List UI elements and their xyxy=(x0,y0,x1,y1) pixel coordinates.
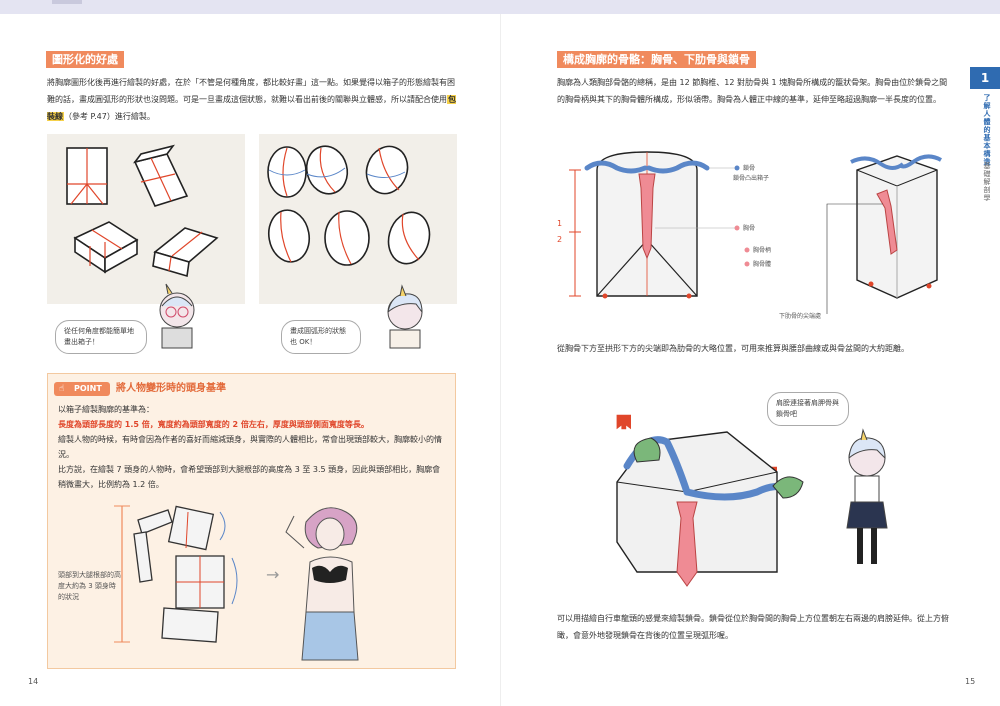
right-page: 構成胸廓的骨骼：胸骨、下肋骨與鎖骨 胸廓為人類胸部骨骼的總稱，是由 12 節胸椎… xyxy=(500,14,1000,706)
chapter-tab[interactable]: 1 xyxy=(970,67,1000,89)
box-sketches xyxy=(66,144,219,278)
point-tag-label: POINT xyxy=(74,384,102,393)
left-paragraph: 將胸廓圖形化後再進行繪製的好處，在於「不管是何種角度，都比較好畫」這一點。如果覺… xyxy=(47,74,457,125)
label-half-top: 1 xyxy=(557,219,562,228)
top-tab xyxy=(52,0,82,4)
point-tag: ☝ POINT xyxy=(54,382,110,396)
caption-1: 從胸骨下方至拱形下方的尖端即為肋骨的大略位置，可用來推算與腰部曲線或與骨盆間的大… xyxy=(557,344,909,353)
top-bar xyxy=(0,0,1000,14)
paragraph-text: 將胸廓圖形化後再進行繪製的好處，在於「不管是何種角度，都比較好畫」這一點。如果覺… xyxy=(47,78,455,104)
proportion-illustration: → xyxy=(114,505,359,661)
chibi-character-glasses xyxy=(159,283,195,349)
chapter-title: 了解人體的基本構造 xyxy=(983,94,991,166)
page-number-left: 14 xyxy=(28,677,39,686)
paragraph-text-end: （參考 P.47）進行繪製。 xyxy=(64,112,155,121)
label-manubrium: 胸骨柄 xyxy=(753,246,771,254)
label-sternum: 胸骨 xyxy=(743,224,755,232)
label-rib-tip: 下肋骨的尖端處 xyxy=(779,312,821,320)
point-line-3: 繪製人物的時候，有時會因為作者的喜好而縮減頭身，與實際的人體相比，常會出現頭部較… xyxy=(58,435,442,459)
label-clavicle: 鎖骨 xyxy=(743,164,755,172)
point-line-red: 長度為頭部長度的 1.5 倍，寬度約為頭部寬度的 2 倍左右，厚度與頭部側面寬度… xyxy=(58,420,369,429)
right-paragraph: 胸廓為人類胸部骨骼的總稱，是由 12 節胸椎、12 對肋骨與 1 塊胸骨所構成的… xyxy=(557,78,948,104)
point-box: ☝ POINT 將人物變形時的頭身基準 以箱子繪製胸廓的基準為： 長度為頭部長度… xyxy=(47,373,456,669)
left-page: 圖形化的好處 將胸廓圖形化後再進行繪製的好處，在於「不管是何種角度，都比較好畫」… xyxy=(0,14,500,706)
label-sternum-body: 胸骨體 xyxy=(753,260,771,268)
point-line-1: 以箱子繪製胸廓的基準為： xyxy=(58,405,154,414)
bubble-egg: 畫成圓弧形的狀態也 OK！ xyxy=(281,320,361,354)
egg-sketches xyxy=(267,145,431,266)
chapter-subtitle: 基礎解剖學 xyxy=(983,162,991,202)
proportion-note: 頭部到大腿根部的高度大約為 3 頭身時的狀況 xyxy=(58,571,121,601)
bubble-box: 從任何角度都能簡單地畫出箱子！ xyxy=(55,320,147,354)
rib-cage-diagram: 鎖骨 鎖骨凸出箱子 胸骨 胸骨柄 胸骨體 下肋骨的尖端處 1 2 xyxy=(557,151,942,320)
page-number-right: 15 xyxy=(965,677,976,686)
point-text: 以箱子繪製胸廓的基準為： 長度為頭部長度的 1.5 倍，寬度約為頭部寬度的 2 … xyxy=(58,402,448,492)
egg-drawing-panel: 畫成圓弧形的狀態也 OK！ xyxy=(259,134,457,354)
chibi-character-wink xyxy=(387,284,423,349)
svg-text:→: → xyxy=(266,565,279,584)
section-title-left: 圖形化的好處 xyxy=(46,51,124,68)
point-heading: 將人物變形時的頭身基準 xyxy=(116,383,226,394)
section-title-right: 構成胸廓的骨骼：胸骨、下肋骨與鎖骨 xyxy=(557,51,756,68)
hand-pointer-icon: ☝ xyxy=(59,384,65,394)
point-line-4: 比方說，在繪製 7 頭身的人物時，會希望頭部到大腿根部的高度為 3 至 3.5 … xyxy=(58,465,441,489)
bubble-bone: 肩膀連接著肩胛骨與鎖骨吧 xyxy=(767,392,849,426)
label-clavicle-sub: 鎖骨凸出箱子 xyxy=(733,174,769,182)
caption-2: 可以用描繪自行車龍頭的感覺來繪製鎖骨。鎖骨從位於胸骨間的胸骨上方位置朝左右兩邊的… xyxy=(557,614,949,640)
label-half-bottom: 2 xyxy=(557,235,562,244)
chibi-character-standing xyxy=(846,428,888,564)
box-drawing-panel: 從任何角度都能簡單地畫出箱子！ xyxy=(47,134,245,354)
clavicle-top-view xyxy=(616,414,804,587)
